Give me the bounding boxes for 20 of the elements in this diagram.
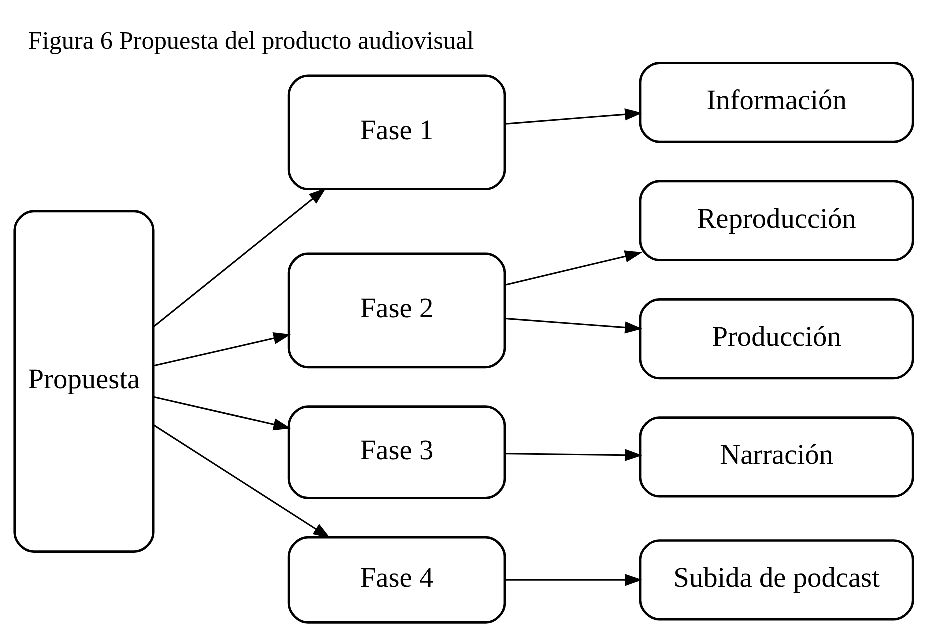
arrow	[153, 188, 326, 328]
arrow	[154, 396, 292, 430]
node-box: Fase 3	[288, 405, 506, 499]
arrow	[504, 250, 642, 286]
node-box: Propuesta	[14, 210, 155, 552]
arrow	[504, 108, 643, 124]
node-box: Subida de podcast	[639, 539, 914, 620]
arrow	[153, 424, 331, 538]
node-box: Fase 4	[288, 536, 506, 624]
node-box: Fase 1	[288, 74, 506, 190]
arrow	[505, 574, 643, 586]
arrow	[154, 332, 292, 366]
arrow	[504, 317, 643, 334]
node-box: Reproducción	[639, 180, 914, 261]
node-box: Narración	[639, 416, 914, 498]
arrow	[505, 448, 643, 461]
node-box: Información	[639, 62, 914, 143]
node-box: Producción	[639, 298, 914, 380]
diagram-title: Figura 6 Propuesta del producto audiovisual	[28, 27, 474, 54]
node-box: Fase 2	[288, 252, 506, 368]
